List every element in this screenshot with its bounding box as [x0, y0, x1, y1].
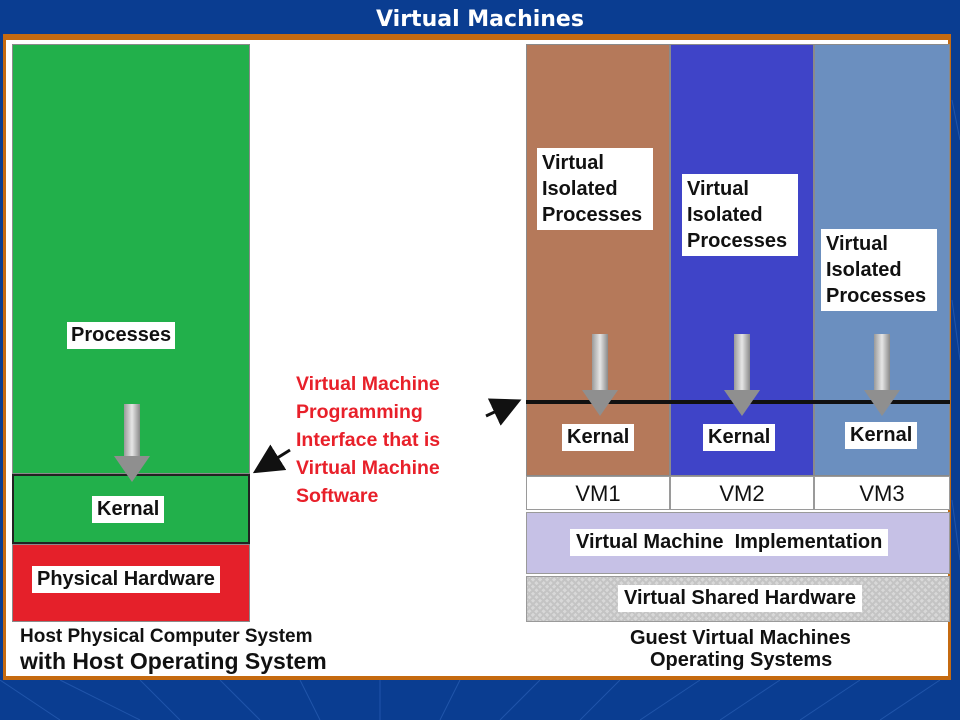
vm3-down-arrow-icon: [864, 390, 900, 416]
vm2-name-cell: VM2: [670, 476, 814, 510]
guest-caption-line1: Guest Virtual Machines: [630, 627, 851, 649]
vm1-down-arrow-icon: [582, 390, 618, 416]
vm1-kernel-label: Kernal: [562, 424, 635, 451]
vm-implementation-label: Virtual Machine Implementation: [570, 529, 889, 556]
annotation-line1: Virtual Machine: [296, 373, 440, 395]
host-caption-line1: Host Physical Computer System: [20, 626, 313, 647]
vm3-kernel-label: Kernal: [845, 422, 918, 449]
vm3-name-cell: VM3: [814, 476, 950, 510]
vm1-processes-label: Virtual Isolated Processes: [537, 148, 653, 230]
shared-hardware-label: Virtual Shared Hardware: [618, 585, 862, 612]
host-down-arrow-icon: [114, 456, 150, 482]
vm-interface-annotation: Virtual Machine Programming Interface th…: [296, 370, 496, 510]
host-caption-line2: with Host Operating System: [20, 648, 327, 674]
vm2-arrow-shaft: [734, 334, 750, 392]
annotation-line2: Programming: [296, 401, 423, 423]
annotation-line3: Interface that is: [296, 429, 441, 451]
host-arrow-shaft: [124, 404, 140, 458]
host-processes-label: Processes: [67, 322, 176, 349]
annotation-line4: Virtual Machine: [296, 457, 440, 479]
slide-title: Virtual Machines: [376, 7, 584, 32]
vm3-processes-label: Virtual Isolated Processes: [821, 229, 937, 311]
host-kernel-label: Kernal: [92, 496, 165, 523]
annotation-line5: Software: [296, 485, 379, 507]
vm2-kernel-label: Kernal: [703, 424, 776, 451]
host-kernel-block: [12, 474, 250, 544]
host-processes-block: [12, 44, 250, 474]
vm2-processes-label: Virtual Isolated Processes: [682, 174, 798, 256]
vm1-name-cell: VM1: [526, 476, 670, 510]
vm1-arrow-shaft: [592, 334, 608, 392]
vm2-down-arrow-icon: [724, 390, 760, 416]
vm3-arrow-shaft: [874, 334, 890, 392]
host-hardware-label: Physical Hardware: [32, 566, 220, 593]
guest-caption-line2: Operating Systems: [650, 649, 833, 671]
